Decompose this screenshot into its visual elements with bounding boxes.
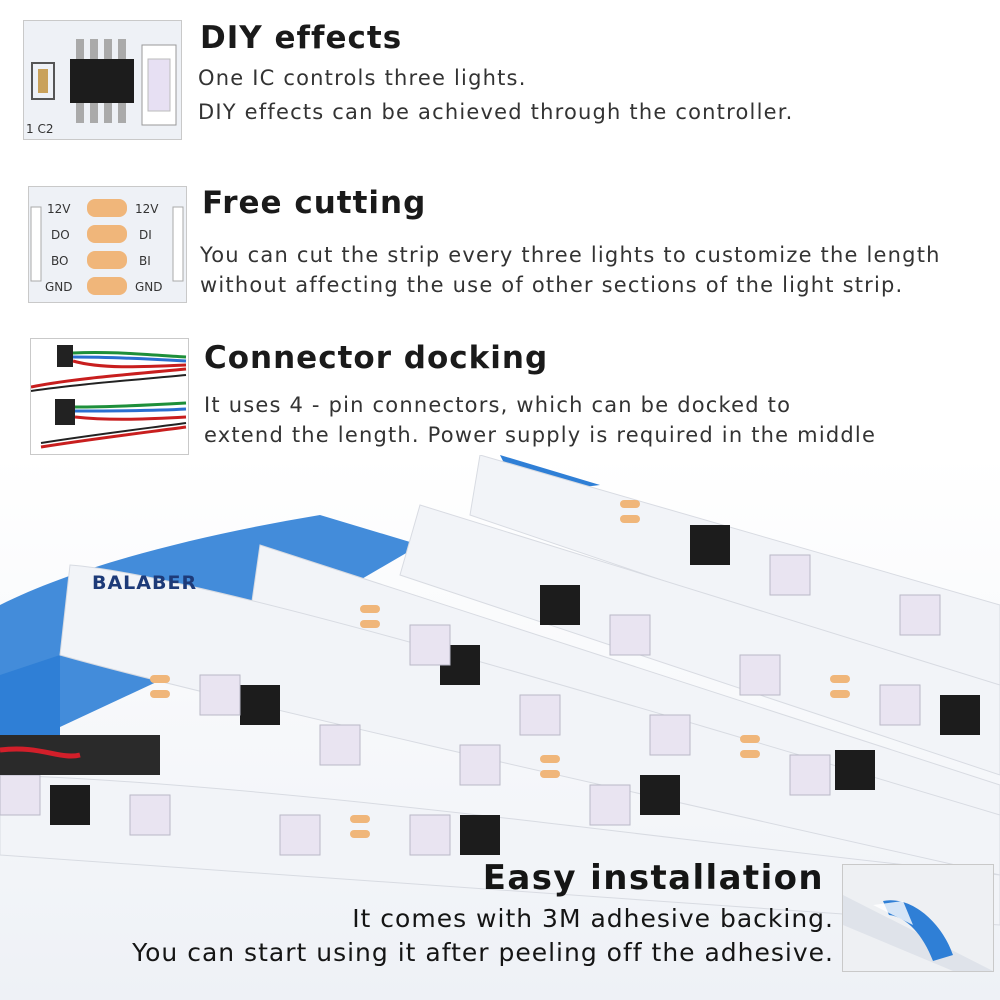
ic-chip-thumbnail: 1 C2 [23,20,182,140]
adhesive-thumbnail [842,864,994,972]
pad-label-left: BO [51,254,68,268]
feature-desc-line: You can cut the strip every three lights… [200,243,941,267]
feature-desc-line: One IC controls three lights. [198,66,527,90]
pad-label-right: GND [135,280,163,294]
install-desc: It comes with 3M adhesive backing. You c… [132,902,834,970]
brand-label: BALABER [92,572,197,594]
feature-desc-line: without affecting the use of other secti… [200,273,904,297]
feature-desc-cutting: You can cut the strip every three lights… [200,240,941,300]
cut-pads-illustration: 12V DO BO GND 12V DI BI GND [29,187,186,302]
install-desc-line: You can start using it after peeling off… [132,938,834,967]
pad-label-left: GND [45,280,73,294]
feature-desc-line: DIY effects can be achieved through the … [198,100,794,124]
thumb-label: 1 C2 [26,122,53,136]
connector-illustration [31,339,188,454]
feature-title-diy: DIY effects [200,20,403,56]
feature-desc-connector: It uses 4 - pin connectors, which can be… [204,390,876,450]
pad-label-left: 12V [47,202,71,216]
pad-label-right: 12V [135,202,159,216]
adhesive-peel-illustration [843,865,993,971]
feature-title-cutting: Free cutting [202,185,427,221]
led-strip-photo: BALABER [0,455,1000,1000]
connector-thumbnail [30,338,189,455]
feature-desc-diy: One IC controls three lights. DIY effect… [198,63,794,127]
cut-pads-thumbnail: 12V DO BO GND 12V DI BI GND [28,186,187,303]
install-desc-line: It comes with 3M adhesive backing. [352,904,834,933]
pad-label-right: BI [139,254,151,268]
ic-chip-illustration: 1 C2 [24,21,181,139]
feature-desc-line: extend the length. Power supply is requi… [204,423,877,447]
feature-title-connector: Connector docking [204,340,549,376]
pad-label-left: DO [51,228,70,242]
install-title: Easy installation [482,858,824,898]
feature-desc-line: It uses 4 - pin connectors, which can be… [204,393,792,417]
pad-label-right: DI [139,228,152,242]
